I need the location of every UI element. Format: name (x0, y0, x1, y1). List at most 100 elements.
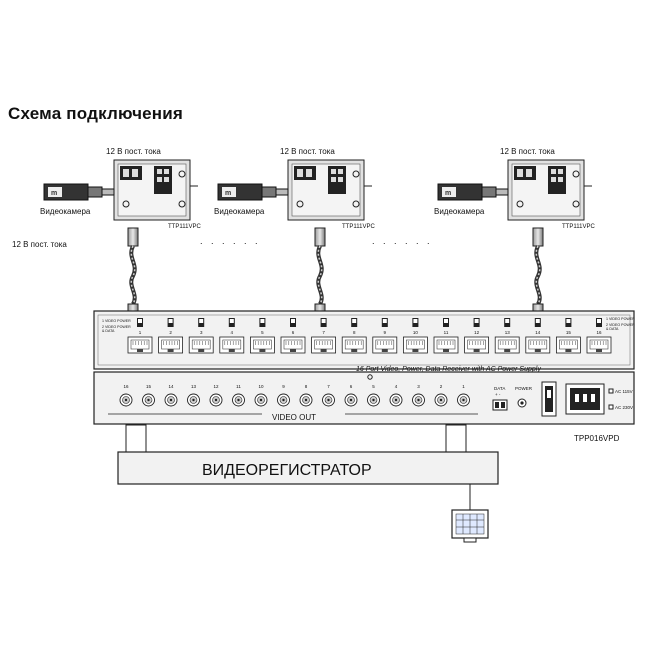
data-label: DATA (494, 386, 505, 391)
video-output-number: 4 (395, 384, 398, 389)
rj45-port-number: 11 (444, 330, 449, 335)
power-label: 12 В пост. тока (500, 147, 555, 156)
camera-label: Видеокамера (434, 207, 485, 216)
power-label-left: 12 В пост. тока (12, 240, 67, 249)
rj45-port-number: 14 (535, 330, 541, 335)
rj45-port-12[interactable]: 12 (464, 318, 490, 354)
data-terminal (492, 399, 508, 411)
video-recorder: ВИДЕОРЕГИСТРАТОР (117, 451, 499, 485)
video-output-number: 10 (258, 384, 264, 389)
rj45-port-number: 8 (353, 330, 356, 335)
rj45-port-5[interactable]: 5 (249, 318, 275, 354)
rj45-port-number: 4 (231, 330, 234, 335)
page-title: Схема подключения (8, 104, 184, 123)
video-output-8[interactable]: 8 (299, 384, 313, 407)
rj45-port-1[interactable]: 1 (127, 318, 153, 354)
rj45-port-number: 2 (169, 330, 172, 335)
camera-label: Видеокамера (214, 207, 265, 216)
ac-230-label: AC 230V (615, 405, 633, 410)
rj45-port-4[interactable]: 4 (219, 318, 245, 354)
left-switch-label-2: 2 VIDEO POWER (102, 325, 131, 329)
video-output-1[interactable]: 1 (457, 384, 470, 407)
camera-label: Видеокамера (40, 207, 91, 216)
rj45-port-9[interactable]: 9 (372, 318, 398, 354)
power-label: 12 В пост. тока (106, 147, 161, 156)
camera-group-2: 12 В пост. тока m Видеокамера TTP111VPC (214, 147, 375, 230)
rj45-port-2[interactable]: 2 (158, 318, 184, 354)
video-output-7[interactable]: 7 (322, 384, 335, 407)
svg-text:m: m (445, 190, 451, 197)
video-output-number: 8 (305, 384, 308, 389)
right-switch-label-2: 2 VIDEO POWER (606, 323, 635, 327)
cable-icon (314, 227, 326, 323)
left-switch-label-3: & DATA (102, 329, 115, 333)
video-output-3[interactable]: 3 (412, 384, 425, 407)
svg-text:m: m (51, 190, 57, 197)
ac-230-checkbox[interactable] (608, 404, 614, 410)
video-output-number: 15 (146, 384, 152, 389)
rj45-port-14[interactable]: 14 (525, 318, 551, 354)
receiver-caption: 16 Port Video, Power, Data Receiver with… (356, 366, 541, 373)
video-output-number: 12 (213, 384, 219, 389)
ac-115-checkbox[interactable] (608, 388, 614, 394)
video-output-2[interactable]: 2 (434, 384, 448, 407)
video-output-4[interactable]: 4 (389, 384, 403, 407)
transceiver-icon (113, 159, 198, 221)
power-switch[interactable] (541, 381, 557, 417)
rj45-port-11[interactable]: 11 (433, 318, 459, 354)
rj45-port-16[interactable]: 16 (586, 318, 612, 354)
rj45-port-10[interactable]: 10 (402, 318, 428, 354)
power-socket-icon (565, 383, 605, 415)
camera-icon: m (217, 183, 289, 201)
video-output-12[interactable]: 12 (209, 384, 223, 407)
rj45-port-number: 6 (292, 330, 295, 335)
video-output-number: 6 (350, 384, 353, 389)
video-output-9[interactable]: 9 (277, 384, 290, 407)
transceiver-icon (287, 159, 372, 221)
video-output-5[interactable]: 5 (367, 384, 380, 407)
data-polarity: + - (495, 392, 501, 397)
power-label: 12 В пост. тока (280, 147, 335, 156)
right-switch-label-1: 1 VIDEO POWER (606, 317, 635, 321)
video-output-6[interactable]: 6 (344, 384, 358, 407)
cable-icon (532, 227, 544, 323)
camera-group-1: 12 В пост. тока m Видеокамера (40, 147, 201, 230)
rj45-port-number: 5 (261, 330, 264, 335)
camera-icon: m (437, 183, 509, 201)
dots-separator: . . . . . . (200, 236, 261, 246)
rj45-port-3[interactable]: 3 (188, 318, 214, 354)
rj45-port-7[interactable]: 7 (311, 318, 337, 354)
svg-text:m: m (225, 190, 231, 197)
video-output-number: 13 (191, 384, 197, 389)
rj45-port-6[interactable]: 6 (280, 318, 306, 354)
video-output-number: 14 (168, 384, 174, 389)
video-output-15[interactable]: 15 (142, 384, 155, 407)
rj45-port-number: 12 (474, 330, 480, 335)
ac-115-label: AC 115V (615, 389, 633, 394)
video-output-11[interactable]: 11 (232, 384, 245, 407)
video-output-10[interactable]: 10 (254, 384, 268, 407)
rj45-port-13[interactable]: 13 (494, 318, 520, 354)
receiver-front-panel: 1 VIDEO POWER 2 VIDEO POWER & DATA 1 VID… (93, 310, 635, 373)
rj45-port-number: 15 (566, 330, 572, 335)
transceiver-model: TTP111VPC (342, 224, 375, 230)
dots-separator: . . . . . . (372, 236, 433, 246)
rj45-port-8[interactable]: 8 (341, 318, 367, 354)
video-output-14[interactable]: 14 (164, 384, 178, 407)
rj45-port-15[interactable]: 15 (556, 318, 581, 354)
rj45-port-number: 3 (200, 330, 203, 335)
cable-icon (127, 227, 139, 323)
video-output-16[interactable]: 16 (119, 384, 133, 407)
video-output-number: 7 (327, 384, 330, 389)
video-output-number: 11 (236, 384, 241, 389)
video-output-number: 5 (372, 384, 375, 389)
rj45-port-number: 13 (505, 330, 511, 335)
video-output-number: 1 (462, 384, 465, 389)
video-output-13[interactable]: 13 (187, 384, 200, 407)
camera-group-3: 12 В пост. тока m Видеокамера TTP111VPC (434, 147, 595, 230)
transceiver-model: TTP111VPC (168, 224, 201, 230)
video-output-number: 9 (282, 384, 285, 389)
video-output-number: 16 (123, 384, 129, 389)
